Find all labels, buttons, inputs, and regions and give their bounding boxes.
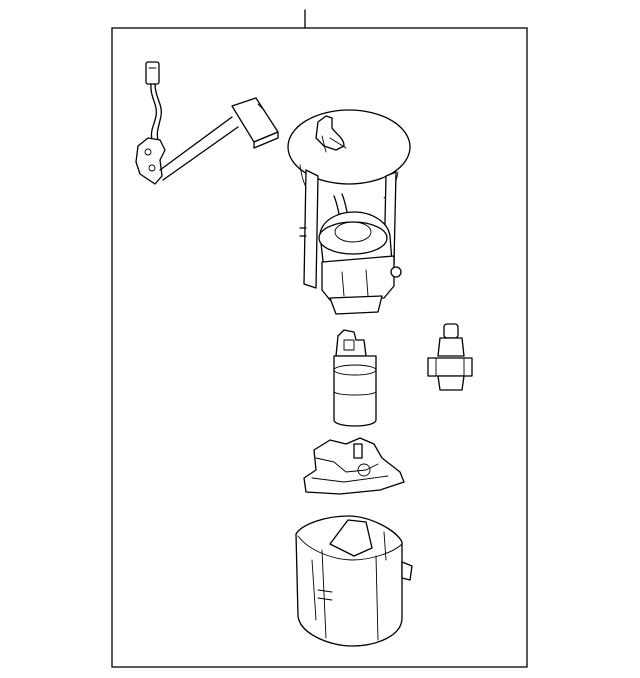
wire-harness[interactable] [135, 61, 279, 185]
pump-bracket[interactable] [303, 437, 405, 495]
reservoir-cup[interactable] [295, 515, 413, 647]
diagram-frame [111, 27, 528, 668]
pressure-regulator[interactable] [427, 323, 473, 391]
pump-module-assembly[interactable] [287, 109, 411, 315]
fuel-pump[interactable] [333, 329, 377, 427]
